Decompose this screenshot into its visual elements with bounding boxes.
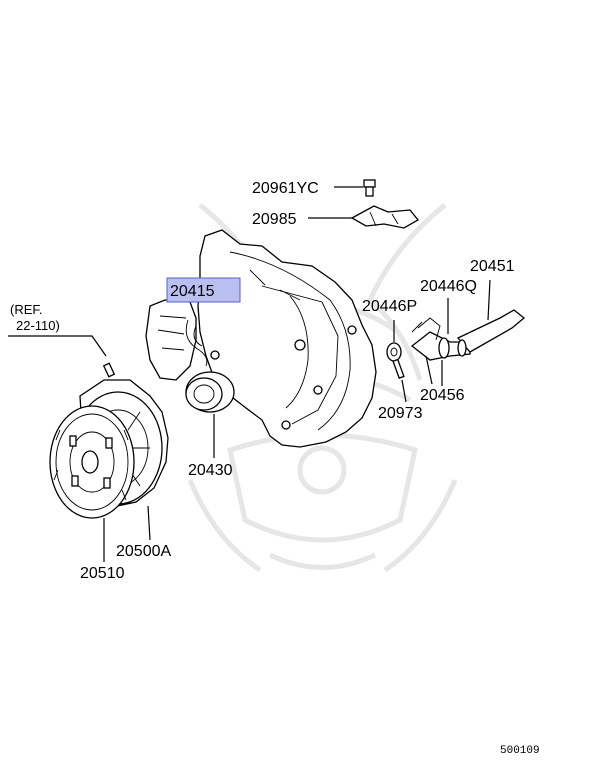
highlight-20415[interactable]	[166, 277, 241, 303]
release-shaft	[410, 279, 526, 386]
diagram-code: 500109	[500, 745, 540, 757]
ref-pointer	[8, 335, 116, 378]
label-20985: 20985	[252, 211, 297, 228]
label-20430: 20430	[188, 462, 233, 479]
label-ref-line1: (REF.	[10, 302, 43, 317]
label-20446q: 20446Q	[420, 278, 477, 295]
bracket-20985	[308, 205, 419, 229]
nut-20446p	[386, 320, 402, 362]
clutch-housing	[145, 229, 377, 448]
clutch-disc-20510	[49, 405, 135, 562]
leaders	[425, 355, 433, 385]
bolt-20961yc	[334, 179, 376, 197]
label-20451: 20451	[470, 258, 515, 275]
label-20961yc: 20961YC	[252, 180, 319, 197]
label-20973: 20973	[378, 405, 423, 422]
pin-20973	[392, 358, 407, 403]
label-20456: 20456	[420, 387, 465, 404]
label-ref-line2: 22-110)	[16, 318, 60, 333]
release-bearing-20430	[185, 371, 235, 458]
label-20446p: 20446P	[362, 298, 417, 315]
release-fork-clip	[185, 319, 208, 367]
label-20500a: 20500A	[116, 543, 171, 560]
label-20415[interactable]: 20415	[170, 283, 215, 300]
label-20510: 20510	[80, 565, 125, 582]
